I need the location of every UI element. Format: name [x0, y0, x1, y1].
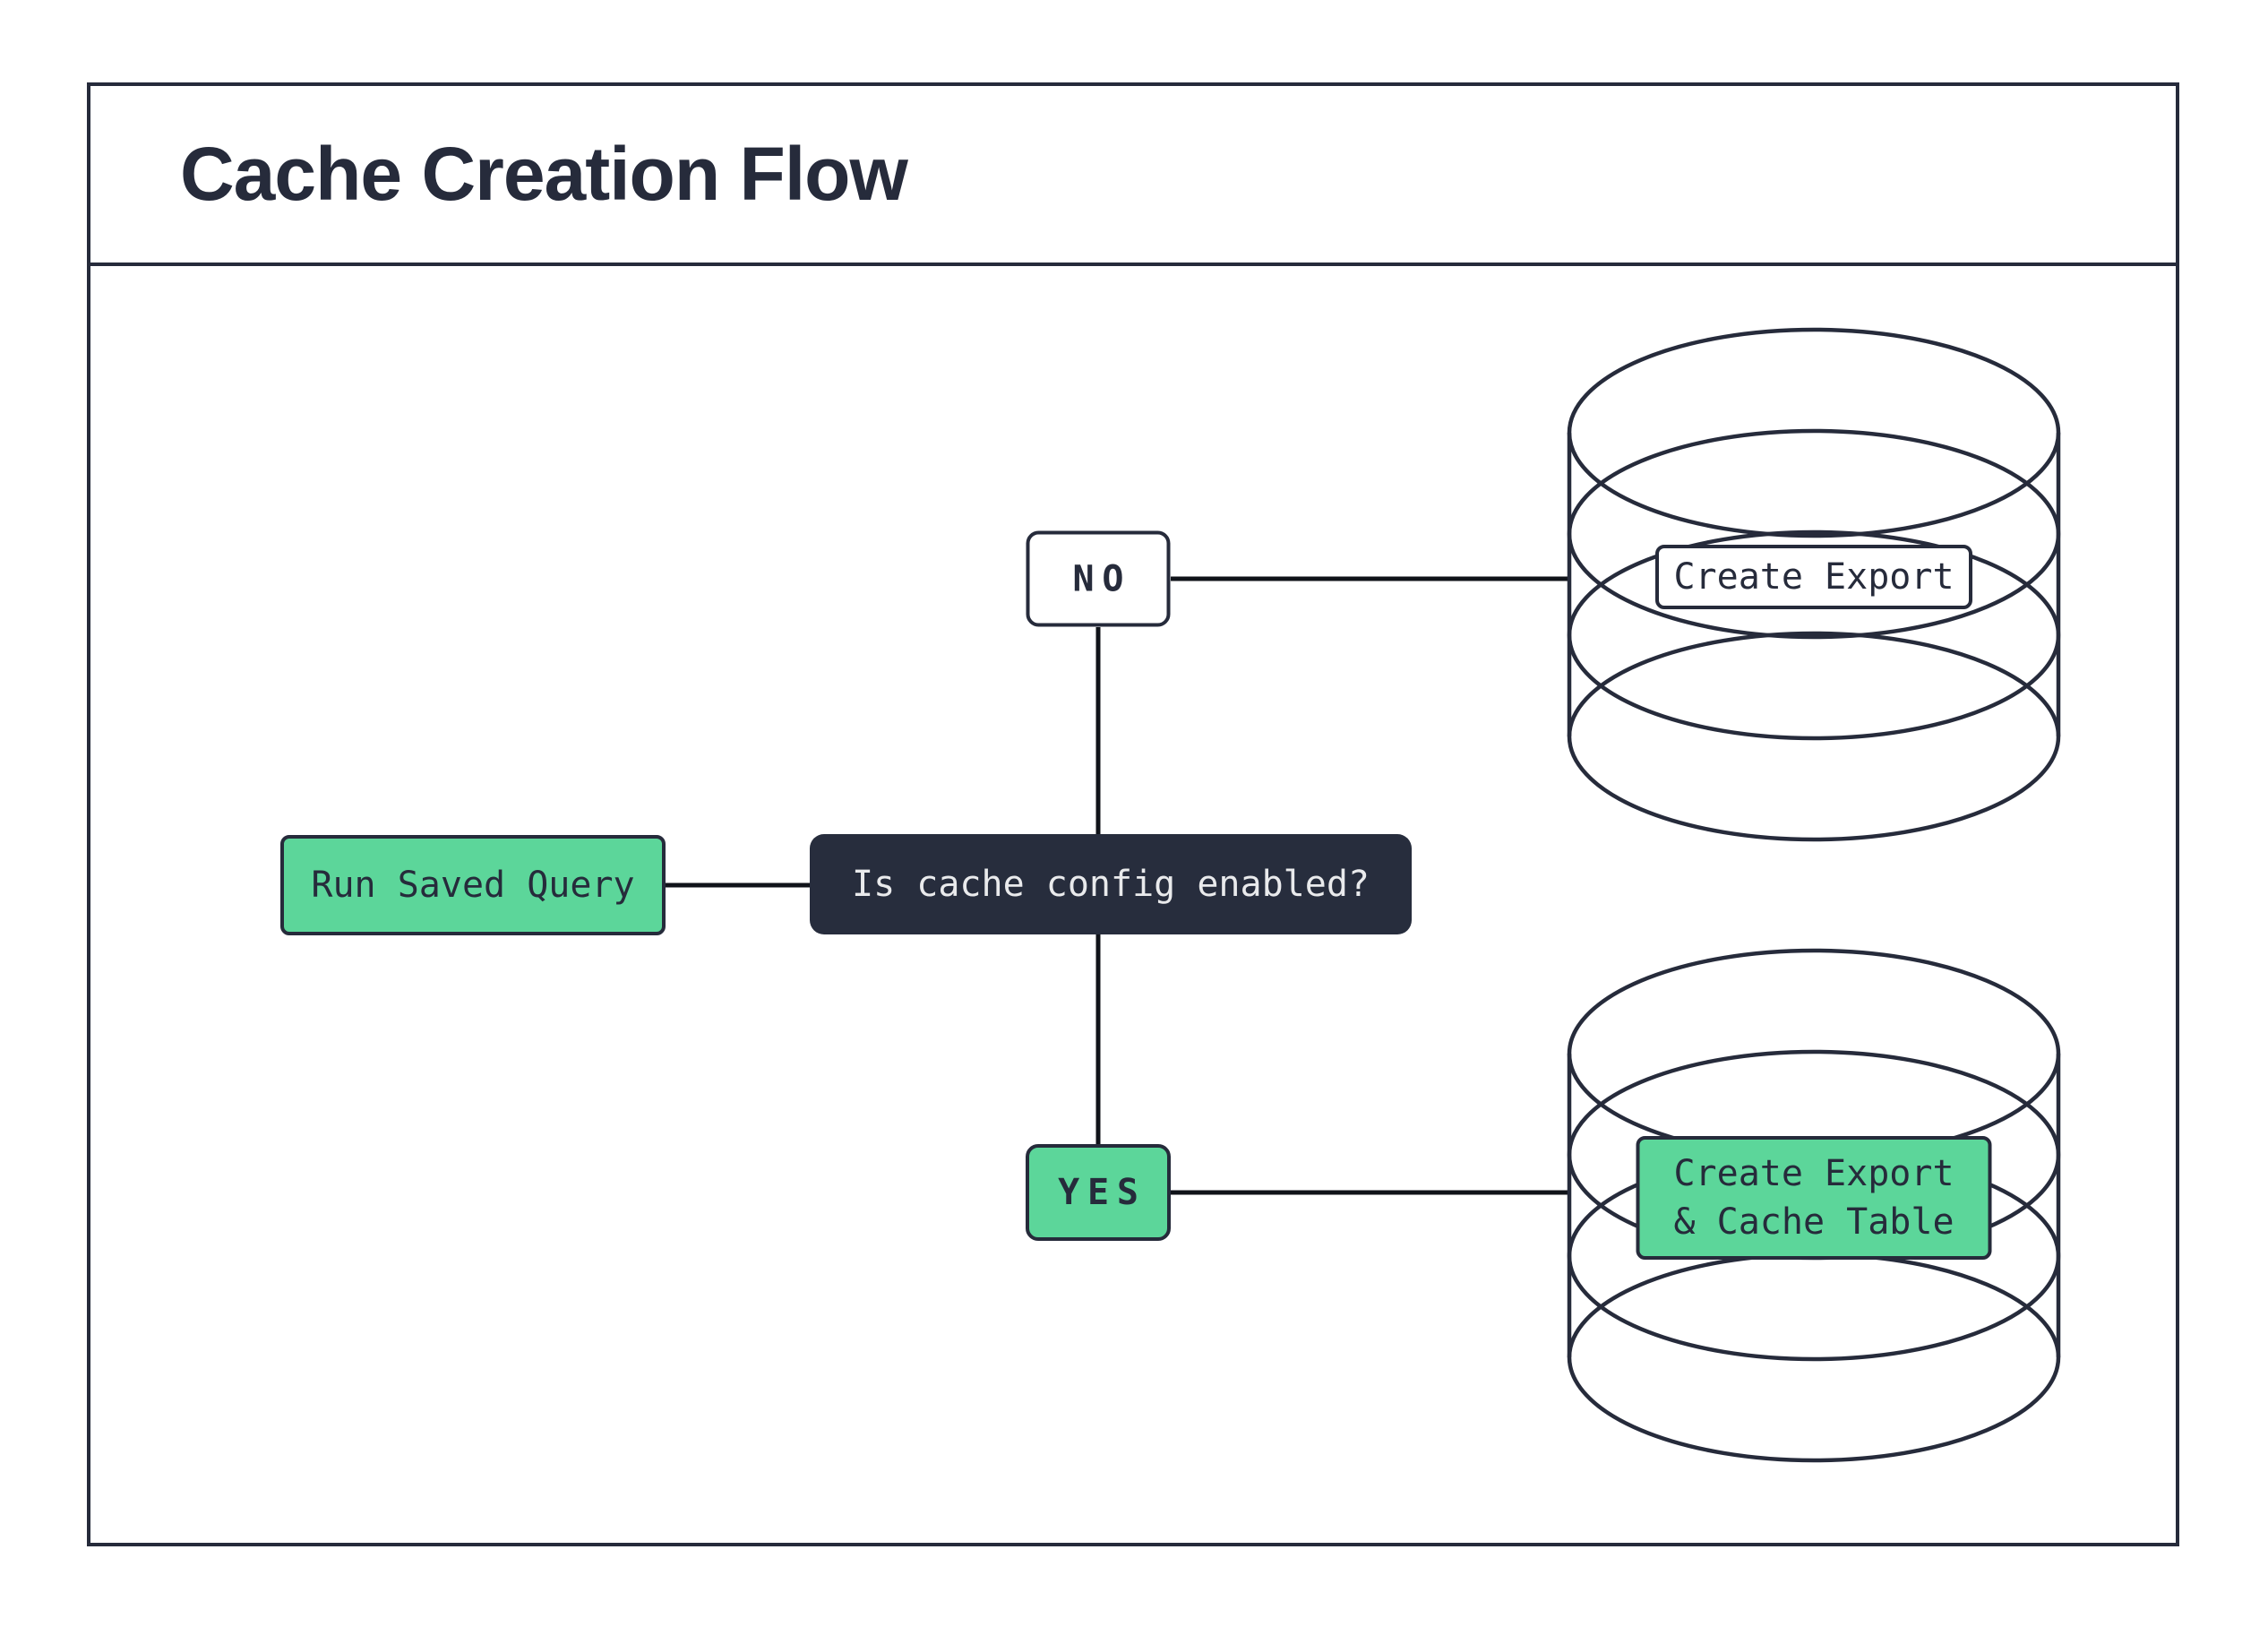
create-export-node: Create Export [1655, 545, 1972, 609]
yes-branch-label: YES [1058, 1172, 1147, 1213]
title-band: Cache Creation Flow [90, 86, 2176, 266]
database-icon-top [1567, 327, 2061, 842]
connector-lines [666, 576, 1569, 1195]
diagram-title: Cache Creation Flow [180, 132, 908, 216]
create-export-label: Create Export [1673, 556, 1954, 598]
start-node-label: Run Saved Query [311, 865, 635, 906]
decision-node: Is cache config enabled? [810, 834, 1412, 934]
no-branch-label: NO [1072, 558, 1132, 599]
create-export-cache-label-line2: & Cache Table [1673, 1201, 1954, 1243]
diagram-frame: Cache Creation Flow [87, 82, 2179, 1546]
no-branch-node: NO [1026, 530, 1171, 627]
create-export-cache-node: Create Export & Cache Table [1636, 1136, 1992, 1260]
start-node: Run Saved Query [280, 835, 666, 935]
yes-branch-node: YES [1026, 1144, 1171, 1241]
decision-node-label: Is cache config enabled? [852, 864, 1370, 905]
create-export-cache-label-line1: Create Export [1673, 1153, 1954, 1194]
